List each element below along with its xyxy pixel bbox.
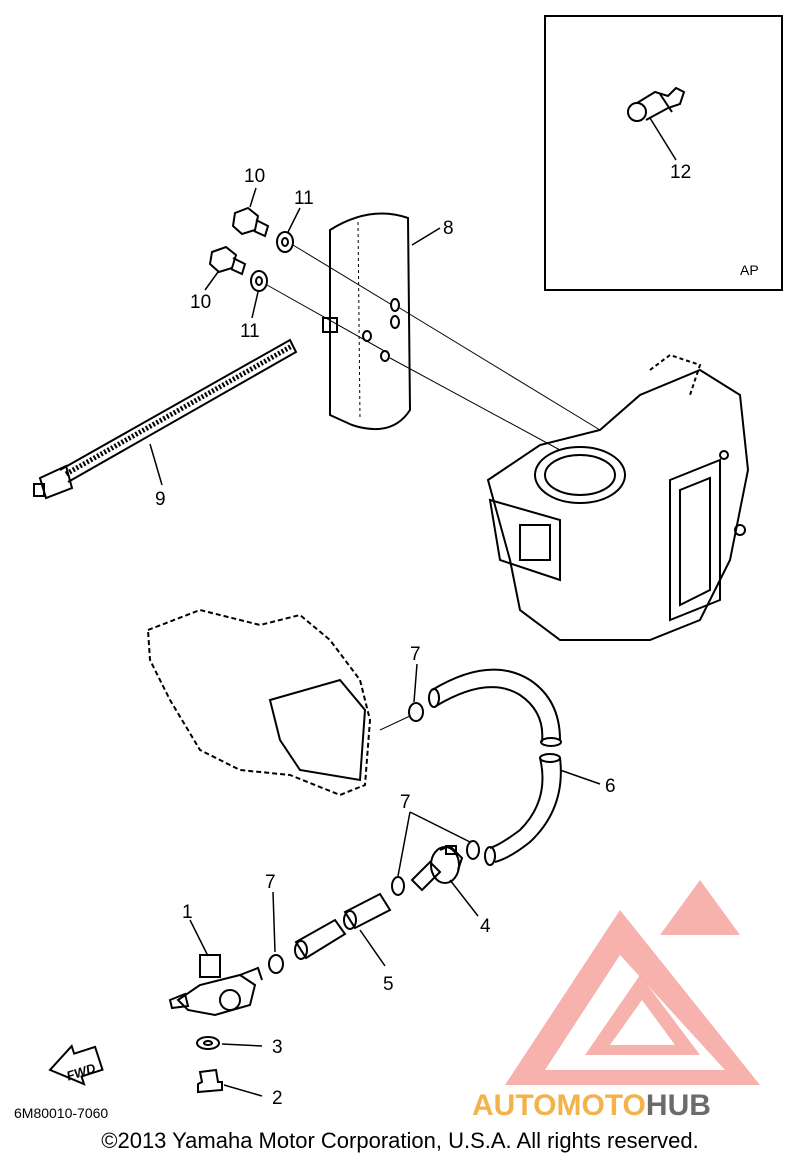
- part-7-clip-mid-upper: [466, 840, 480, 860]
- callout-12: 12: [670, 162, 691, 183]
- part-11-washer-lower: [250, 270, 268, 292]
- lower-engine-outline: [146, 608, 372, 797]
- leader-10-upper: [249, 187, 257, 208]
- watermark-part1: AUTO: [472, 1089, 556, 1122]
- callout-9: 9: [155, 489, 166, 510]
- leader-8: [411, 227, 441, 246]
- part-8-cover: [322, 212, 412, 431]
- dash-lines-bolts: [266, 244, 601, 451]
- part-10-bolt-upper: [231, 206, 270, 238]
- inset-frame: [544, 15, 783, 291]
- callout-8: 8: [443, 218, 454, 239]
- part-1-fuel-joint: [168, 954, 263, 1017]
- part-7-clip-mid-lower: [391, 876, 405, 896]
- leader-2: [223, 1084, 263, 1097]
- fwd-label: FWD: [65, 1060, 98, 1084]
- part-10-bolt-lower: [208, 245, 247, 276]
- diagram-code: 6M80010-7060: [14, 1105, 108, 1121]
- leader-5: [359, 929, 386, 967]
- callout-4: 4: [480, 916, 491, 937]
- callout-1: 1: [182, 902, 193, 923]
- watermark-logo: [505, 880, 760, 1085]
- callout-10-lower: 10: [190, 292, 211, 313]
- part-5-hose-pair: [294, 892, 392, 960]
- callout-2: 2: [272, 1088, 283, 1109]
- leader-7-low: [272, 891, 276, 953]
- watermark-text: AUTOMOTOHUB: [472, 1089, 711, 1122]
- callout-10-upper: 10: [244, 166, 265, 187]
- callout-11-lower: 11: [240, 321, 260, 342]
- callout-6: 6: [605, 776, 616, 797]
- leader-7-top: [413, 663, 418, 703]
- part-2-bolt: [197, 1068, 223, 1094]
- inset-label: AP: [740, 262, 759, 278]
- part-11-washer-upper: [276, 231, 294, 253]
- leader-3: [221, 1043, 263, 1047]
- part-6-hose: [428, 668, 562, 866]
- leader-6: [559, 769, 601, 785]
- fwd-arrow-icon: FWD: [48, 1044, 104, 1086]
- leader-9: [149, 443, 163, 486]
- leader-1: [189, 919, 209, 957]
- leader-4: [449, 879, 479, 917]
- leader-11-lower: [251, 291, 259, 319]
- dash-line-hose: [379, 715, 411, 731]
- part-3-washer: [196, 1036, 220, 1050]
- part-7-clip-top: [408, 702, 424, 722]
- leader-12: [649, 117, 677, 161]
- part-9-cable-tie: [33, 338, 298, 500]
- part-7-clip-low: [268, 954, 284, 974]
- callout-7-low: 7: [265, 872, 276, 893]
- part-4-fuel-filter: [410, 844, 464, 892]
- callout-3: 3: [272, 1037, 283, 1058]
- part-12-fitting: [627, 86, 686, 122]
- copyright-notice: ©2013 Yamaha Motor Corporation, U.S.A. A…: [101, 1128, 699, 1153]
- callout-5: 5: [383, 974, 394, 995]
- callout-7-top: 7: [410, 644, 421, 665]
- callout-7-mid: 7: [400, 792, 411, 813]
- leader-10-lower: [204, 271, 219, 291]
- leader-11-upper: [287, 207, 301, 233]
- engine-block: [486, 353, 750, 641]
- watermark-part3: HUB: [646, 1089, 711, 1122]
- leader-7-mid: [397, 811, 471, 877]
- watermark-part2: MOTO: [556, 1089, 645, 1122]
- callout-11-upper: 11: [294, 188, 314, 209]
